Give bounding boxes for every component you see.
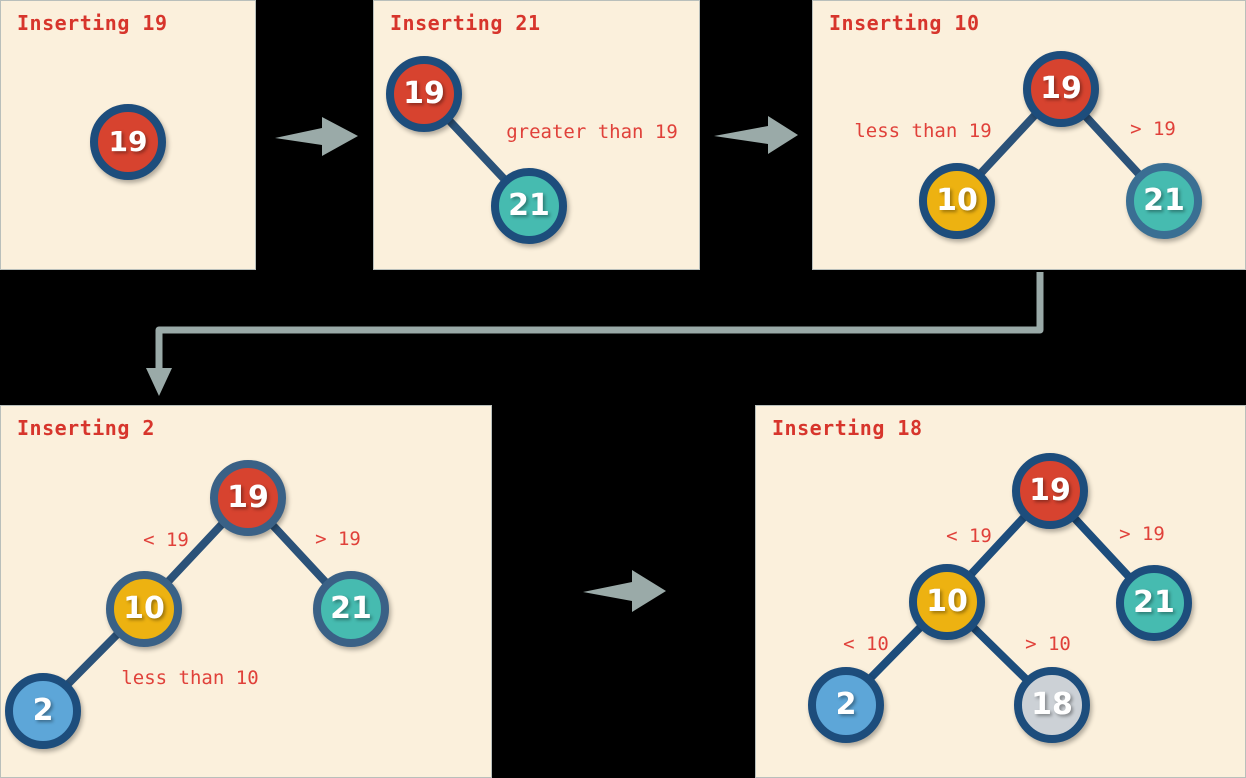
tree-node-19: 19 <box>1023 51 1099 127</box>
flow-arrow-2-to-3-icon <box>714 116 798 154</box>
edge-label-less-than-19: less than 19 <box>854 120 992 142</box>
tree-node-10: 10 <box>919 163 995 239</box>
edge-label-gt-19: > 19 <box>315 528 361 550</box>
tree-node-label: 21 <box>1143 183 1185 218</box>
tree-node-2: 2 <box>5 673 81 749</box>
tree-node-label: 19 <box>1040 71 1082 106</box>
edge-label-lt-10: < 10 <box>843 633 889 655</box>
panel-title: Inserting 10 <box>829 11 980 35</box>
tree-node-2: 2 <box>808 667 884 743</box>
tree-node-10: 10 <box>909 564 985 640</box>
panel-title: Inserting 19 <box>17 11 168 35</box>
tree-node-21: 21 <box>491 168 567 244</box>
panel-title: Inserting 18 <box>772 416 923 440</box>
edge-label-lt-19: < 19 <box>143 529 189 551</box>
tree-node-19: 19 <box>210 460 286 536</box>
tree-node-19: 19 <box>1012 453 1088 529</box>
panel-insert-21: Inserting 21 19 21 greater than 19 <box>373 0 700 270</box>
edge-label-less-than-10: less than 10 <box>121 667 259 689</box>
tree-node-10: 10 <box>106 571 182 647</box>
tree-node-label: 2 <box>32 693 54 728</box>
tree-node-label: 19 <box>108 125 148 158</box>
flow-arrow-3-to-4-head-icon <box>146 368 172 396</box>
tree-node-label: 10 <box>936 183 978 218</box>
tree-node-label: 18 <box>1031 687 1073 722</box>
tree-node-label: 10 <box>123 591 165 626</box>
tree-node-21: 21 <box>313 571 389 647</box>
edge-label-gt-19: > 19 <box>1119 523 1165 545</box>
panel-insert-2: Inserting 2 19 10 21 2 < 19 > 19 less th… <box>0 405 492 778</box>
tree-node-label: 21 <box>1133 585 1175 620</box>
tree-node-label: 21 <box>508 188 550 223</box>
panel-insert-19: Inserting 19 19 <box>0 0 256 270</box>
tree-node-21: 21 <box>1116 565 1192 641</box>
panel-title: Inserting 2 <box>17 416 155 440</box>
flow-arrow-4-to-5-icon <box>583 570 666 612</box>
edge-label-greater-19: > 19 <box>1130 118 1176 140</box>
tree-node-19: 19 <box>386 56 462 132</box>
edge-label-greater-than-19: greater than 19 <box>506 121 678 143</box>
flow-arrow-1-to-2-icon <box>275 117 358 156</box>
tree-node-21: 21 <box>1126 163 1202 239</box>
tree-node-label: 19 <box>403 76 445 111</box>
tree-node-label: 19 <box>1029 473 1071 508</box>
panel-insert-18: Inserting 18 19 10 21 2 18 < 19 > 19 < 1… <box>755 405 1246 778</box>
tree-node-label: 2 <box>835 687 857 722</box>
tree-node-label: 10 <box>926 584 968 619</box>
tree-node-label: 19 <box>227 480 269 515</box>
panel-title: Inserting 21 <box>390 11 541 35</box>
tree-node-18: 18 <box>1014 667 1090 743</box>
edge-label-lt-19: < 19 <box>946 525 992 547</box>
edge-label-gt-10: > 10 <box>1025 633 1071 655</box>
flow-arrow-3-to-4-elbow <box>155 272 1044 372</box>
panel-insert-10: Inserting 10 19 10 21 less than 19 > 19 <box>812 0 1246 270</box>
tree-node-19: 19 <box>90 104 166 180</box>
tree-node-label: 21 <box>330 591 372 626</box>
